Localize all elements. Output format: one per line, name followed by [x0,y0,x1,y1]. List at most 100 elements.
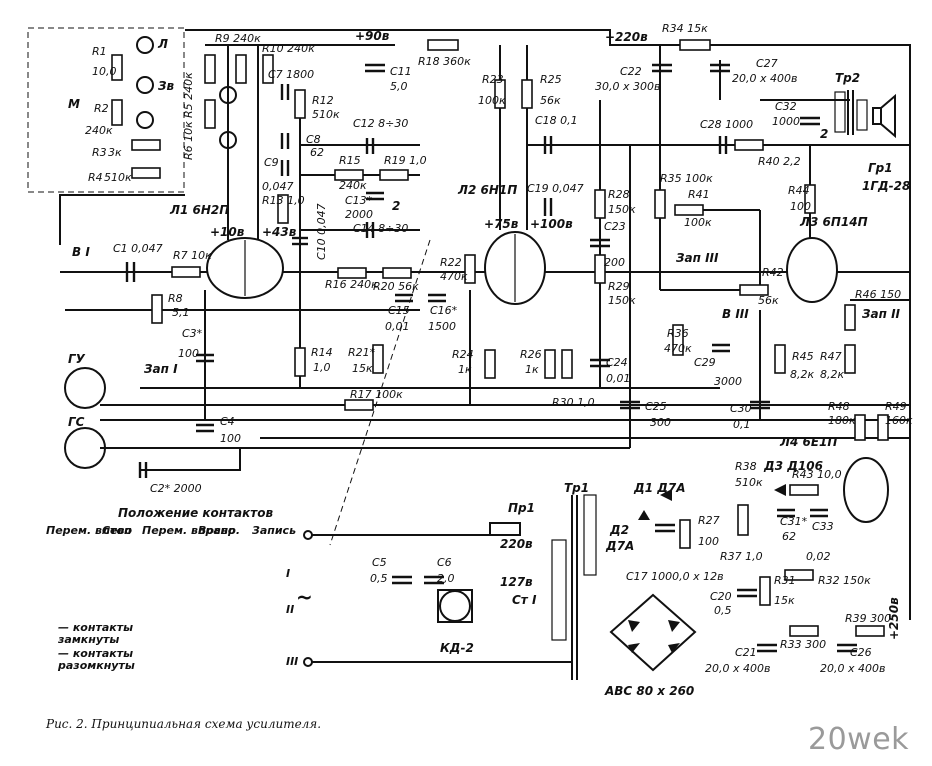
label-r1: R1 [92,45,107,58]
label-r27: R27 [698,514,720,527]
capacitor-c21 [757,643,777,653]
label-r15: R15 [339,154,361,167]
resistor-r36 [672,324,684,356]
legend-header-right: Перем. вправо [142,524,236,537]
label-zap1: Зап I [144,362,178,376]
label-d3: Д3 Д106 [763,459,823,473]
capacitor-c16 [428,293,446,303]
label-r44: R44 [788,184,810,197]
label-r26-value: 1к [525,363,539,376]
capacitor-c31 [777,508,795,518]
label-r31-value: 15к [774,594,795,607]
label-r42-value: 56к [758,294,779,307]
head-gu [64,367,106,409]
capacitor-c10 [292,236,308,246]
label-r40: R40 2,2 [758,155,801,168]
label-r41-value: 100к [684,216,712,229]
transformer-tr1 [551,494,597,680]
label-motor-m: М [68,97,80,111]
label-r28-value: 150к [608,203,636,216]
capacitor-c2 [138,462,148,478]
resistor-r16 [337,267,367,279]
label-r25-value: 56к [540,94,561,107]
capacitor-c18 [543,136,553,154]
capacitor-c6 [424,575,444,585]
label-tr2-pin-2: 2 [820,127,828,141]
label-c20: C20 [710,590,732,603]
label-r15-value: 240к [339,179,367,192]
label-r13: R13 1,0 [262,194,305,207]
resistor-r43 [789,484,819,496]
label-c14: C14 8÷30 [353,222,408,235]
label-r42: R42 [762,266,784,279]
label-c3-value: 100 [178,347,199,360]
label-r45-value: 8,2к [790,368,814,381]
label-c29: C29 [694,356,716,369]
label-st1: Ст I [512,593,537,607]
resistor-r25 [521,79,533,109]
resistor-r15 [334,169,364,181]
label-c31: C31* [780,515,808,528]
label-c4: C4 [220,415,235,428]
label-gr1: Гр1 [868,161,893,175]
capacitor-c22 [652,63,672,73]
label-mains-220: 220в [500,537,533,551]
label-tr1: Тр1 [564,481,589,495]
label-lamp-zv: Зв [158,79,175,93]
label-r18: R18 360к [418,55,471,68]
resistor-r49 [877,414,889,441]
legend-row-i: I [286,567,291,580]
label-r23-value: 100к [478,94,506,107]
capacitor-c13 [366,191,384,201]
capacitor-c26 [837,643,857,653]
label-r23: R23 [482,73,504,86]
label-r8-value: 5,1 [172,306,190,319]
capacitor-c5 [392,575,412,585]
label-r36-value: 470к [664,342,692,355]
label-c15-value: 0,01 [385,320,410,333]
label-c3: C3* [182,327,203,340]
label-c11: C11 [390,65,412,78]
capacitor-c33 [810,508,828,518]
label-c18: C18 0,1 [535,114,578,127]
capacitor-c24 [590,358,610,368]
resistor-r4 [131,167,161,179]
label-c20-value: 0,5 [714,604,732,617]
label-head-gs: ГС [68,415,85,429]
legend-row-ii: II [286,603,295,616]
resistor-r21 [372,344,384,374]
resistor-r40 [734,139,764,151]
label-r5: R5 240к [182,72,195,118]
capacitor-c12 [365,138,375,154]
label-v75: +75в [484,217,519,231]
legend-open-contacts: — контакты разомкнуты [58,647,135,672]
label-c30: C30 [730,402,752,415]
label-r48: R48 [828,400,850,413]
resistor-r32 [784,569,814,581]
resistor-r7 [171,266,201,278]
label-switch-v1: В I [72,245,90,259]
label-r26: R26 [520,348,542,361]
label-r24-value: 1к [458,363,472,376]
label-c23-value: 200 [604,256,625,269]
legend-header-left: Перем. влево [46,524,132,537]
capacitor-c32 [800,116,820,126]
label-r3-value: 3к [108,146,122,159]
label-v43: +43в [262,225,297,239]
resistor-r30 [561,349,573,379]
resistor-r47 [844,344,856,374]
label-c21: C21 [735,646,757,659]
label-v90: +90в [355,29,390,43]
resistor-r34 [679,39,711,51]
lamp-zv [136,76,154,94]
capacitor-c17 [655,523,675,533]
capacitor-c25 [620,400,640,410]
label-c33: C33 [812,520,834,533]
label-c4-value: 100 [220,432,241,445]
capacitor-c29 [712,343,730,353]
label-tube-l4: Л4 6Е1П [779,435,837,449]
resistor-r39 [855,625,885,637]
resistor-r6 [204,99,216,129]
label-c26-value: 20,0 x 400в [820,662,885,675]
resistor-r2 [111,99,123,126]
